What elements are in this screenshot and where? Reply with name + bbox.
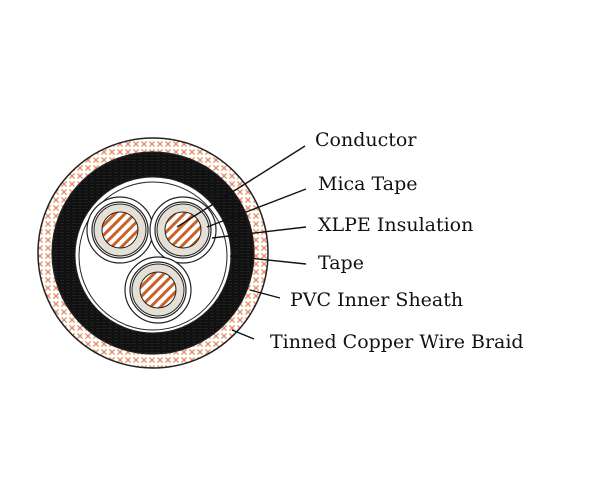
label-xlpe-insulation: XLPE Insulation — [318, 214, 473, 236]
label-tape: Tape — [318, 252, 364, 274]
label-conductor: Conductor — [315, 129, 417, 151]
leader-line-tape — [229, 255, 307, 265]
leader-lines — [176, 145, 307, 340]
label-mica-tape: Mica Tape — [318, 173, 417, 195]
core-top-right — [149, 196, 217, 264]
leader-line-mica-tape — [206, 188, 307, 228]
core-bottom — [124, 256, 192, 324]
leader-line-conductor — [176, 145, 306, 228]
label-tinned-copper-wire-braid: Tinned Copper Wire Braid — [270, 331, 524, 353]
core-top-left — [86, 196, 154, 264]
leader-line-braid — [231, 329, 255, 340]
leader-line-xlpe — [211, 226, 307, 239]
leader-line-pvc — [249, 289, 281, 299]
label-pvc-inner-sheath: PVC Inner Sheath — [290, 289, 463, 311]
